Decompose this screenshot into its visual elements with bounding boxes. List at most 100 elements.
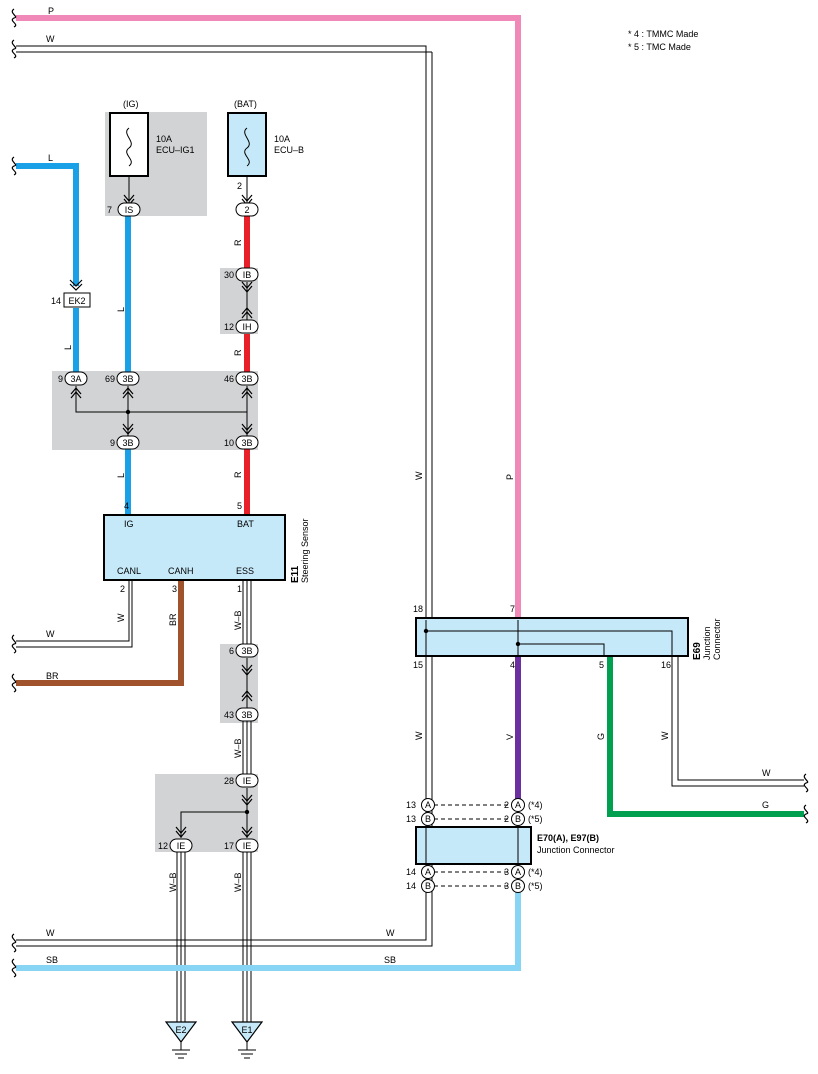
- sensor-term-ess: ESS: [236, 566, 254, 576]
- svg-text:2: 2: [504, 814, 509, 824]
- label-wb-1: W–B: [233, 610, 243, 630]
- svg-text:B: B: [515, 881, 521, 891]
- svg-text:13: 13: [406, 814, 416, 824]
- label-v-4: V: [505, 734, 515, 740]
- label-l-1: L: [63, 345, 73, 350]
- conn-3b-10: 3B: [235, 423, 259, 450]
- e70-row-4: 14 B 3 B (*5): [406, 879, 543, 893]
- label-r-1: R: [233, 239, 243, 246]
- e69-id: E69: [692, 642, 703, 660]
- label-w-vert: W: [414, 471, 424, 480]
- svg-text:A: A: [515, 800, 521, 810]
- sensor-id: E11: [290, 565, 301, 583]
- svg-text:14: 14: [406, 867, 416, 877]
- fuse-ig-source: (IG): [123, 99, 139, 109]
- svg-text:B: B: [515, 814, 521, 824]
- svg-text:3A: 3A: [70, 374, 81, 384]
- svg-text:IH: IH: [243, 322, 252, 332]
- label-br-h: BR: [46, 671, 59, 681]
- svg-text:3B: 3B: [241, 646, 252, 656]
- label-w-15: W: [414, 731, 424, 740]
- conn-ek2: EK2: [63, 279, 91, 308]
- conn-ie-12-pin: 12: [158, 841, 168, 851]
- svg-text:A: A: [425, 800, 431, 810]
- conn-ih: IH: [235, 307, 259, 334]
- wire-br: [16, 580, 184, 686]
- wire-w-15-outer: [16, 656, 427, 941]
- label-p-top: P: [48, 6, 54, 16]
- ground-e1-label: E1: [241, 1025, 252, 1035]
- label-w-16: W: [660, 731, 670, 740]
- e69-pin-5: 5: [599, 660, 604, 670]
- sensor-pin-ig: 4: [124, 501, 129, 511]
- wire-l-left: [16, 163, 79, 286]
- wire-w-16-inner: [677, 656, 804, 781]
- fuse-bat-source: (BAT): [234, 99, 257, 109]
- label-wb-3: W–B: [168, 872, 178, 892]
- conn-3b-6-pin: 6: [229, 646, 234, 656]
- conn-3b-9: 3B: [116, 423, 140, 450]
- e69-pin-15: 15: [413, 660, 423, 670]
- fuse-ig-name: ECU–IG1: [156, 145, 195, 155]
- svg-text:(*4): (*4): [528, 800, 543, 810]
- sensor-pin-canl: 2: [120, 584, 125, 594]
- conn-3b-69: 3B: [116, 371, 140, 399]
- note-tmc: * 5 : TMC Made: [628, 42, 691, 52]
- e69-name2: Connector: [712, 618, 722, 660]
- e70-title: E70(A), E97(B): [537, 833, 599, 843]
- e69-pin-18: 18: [413, 604, 423, 614]
- label-r-3: R: [233, 471, 243, 478]
- conn-3a: 3A: [64, 371, 88, 399]
- conn-3a-pin: 9: [58, 374, 63, 384]
- junction-e70-box: [415, 826, 532, 865]
- fuse-bat-name: ECU–B: [274, 145, 304, 155]
- svg-text:3B: 3B: [241, 438, 252, 448]
- label-w-bottom-r: W: [386, 928, 395, 938]
- e70-row-2: 13 B 2 B (*5): [406, 812, 543, 826]
- e69-pin-4: 4: [510, 660, 515, 670]
- wire-sb: [16, 892, 521, 971]
- sensor-term-bat: BAT: [237, 519, 254, 529]
- sensor-pin-bat: 5: [237, 501, 242, 511]
- conn-is-pin: 7: [107, 205, 112, 215]
- svg-text:EK2: EK2: [68, 296, 85, 306]
- e70-row-3: 14 A 3 A (*4): [406, 865, 543, 879]
- fuse-ecu-ig1: [109, 112, 149, 206]
- wire-w-16-outer: [671, 656, 804, 787]
- svg-text:3B: 3B: [241, 374, 252, 384]
- splice-area: [52, 371, 258, 450]
- label-sb-bottom-l: SB: [46, 955, 58, 965]
- ground-e2-label: E2: [175, 1025, 186, 1035]
- conn-ie-28: IE: [235, 773, 259, 806]
- sensor-term-canh: CANH: [168, 566, 194, 576]
- conn-is: IS: [117, 202, 141, 217]
- conn-3b-69-pin: 69: [105, 374, 115, 384]
- svg-text:A: A: [425, 867, 431, 877]
- svg-text:3B: 3B: [122, 438, 133, 448]
- label-w-canl: W: [116, 613, 126, 622]
- svg-text:IE: IE: [243, 841, 252, 851]
- label-sb-bottom-r: SB: [384, 955, 396, 965]
- conn-3b-9-pin: 9: [110, 438, 115, 448]
- e69-pin-16: 16: [661, 660, 671, 670]
- svg-text:IB: IB: [243, 270, 252, 280]
- label-w-right: W: [762, 768, 771, 778]
- svg-text:(*5): (*5): [528, 814, 543, 824]
- wire-w-top-outer: [16, 45, 427, 622]
- splice-line: [75, 386, 247, 413]
- fuse-ecu-b: [227, 112, 267, 206]
- wire-w-canl-inner: [16, 580, 133, 648]
- e69-name1: Junction: [702, 626, 712, 660]
- wire-wb-ess: [242, 580, 252, 1022]
- ground-e2: [164, 1021, 198, 1059]
- sensor-pin-canh: 3: [172, 584, 177, 594]
- label-wb-4: W–B: [233, 872, 243, 892]
- sensor-term-ig: IG: [124, 519, 134, 529]
- fuse-bat-pin: 2: [237, 181, 242, 191]
- svg-text:13: 13: [406, 800, 416, 810]
- svg-text:3: 3: [504, 881, 509, 891]
- svg-text:3B: 3B: [122, 374, 133, 384]
- junction-e69-box: [415, 617, 689, 657]
- label-w-top: W: [46, 34, 55, 44]
- e69-pin-7: 7: [510, 604, 515, 614]
